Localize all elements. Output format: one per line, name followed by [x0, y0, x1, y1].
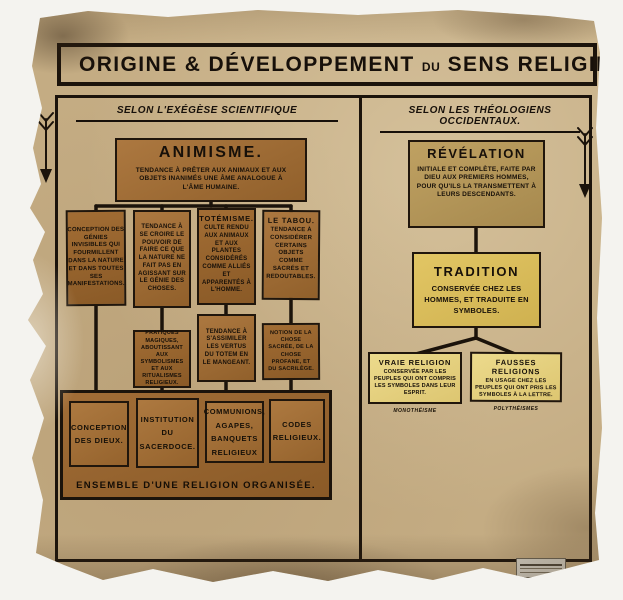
title-part1: ORIGINE & DÉVELOPPEMENT [79, 52, 415, 76]
right-column-header: SELON LES THÉOLOGIENS OCCIDENTAUX. [380, 105, 580, 133]
organized-religion-panel: CONCEPTION DES DIEUX. INSTITUTION DU SAC… [60, 390, 332, 500]
box-revelation-title: RÉVÉLATION [427, 146, 526, 161]
box-totemisme: TOTÉMISME. CULTE RENDU AUX ANIMAUX ET AU… [197, 208, 256, 305]
box-conception-genies: CONCEPTION DES GÉNIES INVISIBLES QUI FOU… [65, 209, 127, 307]
box-pratiques-magiques: PRATIQUES MAGIQUES, ABOUTISSANT AUX SYMB… [133, 330, 191, 388]
poster-paper: ORIGINE & DÉVELOPPEMENT DU SENS RELIGIEU… [28, 10, 602, 582]
box-text: CULTE RENDU AUX ANIMAUX ET AUX PLANTES C… [202, 225, 251, 294]
box-text: TENDANCE À S'ASSIMILER LES VERTUS DU TOT… [202, 328, 251, 366]
box-revelation-body: INITIALE ET COMPLÈTE, FAITE PAR DIEU AUX… [416, 166, 537, 199]
box-fausses-religions: FAUSSES RELIGIONS EN USAGE CHEZ LES PEUP… [469, 351, 563, 403]
box-tabou: LE TABOU. TENDANCE À CONSIDÉRER CERTAINS… [261, 209, 321, 301]
caption-polytheismes: POLYTHÉISMES [493, 406, 539, 412]
box-pouvoir-genie: TENDANCE À SE CROIRE LE POUVOIR DE FAIRE… [133, 210, 191, 308]
down-arrow-ornament-right [577, 127, 593, 198]
column-divider [359, 95, 362, 562]
box-animisme-body: TENDANCE À PRÊTER AUX ANIMAUX ET AUX OBJ… [135, 167, 287, 191]
poster-title: ORIGINE & DÉVELOPPEMENT DU SENS RELIGIEU… [79, 52, 623, 77]
caption-monotheisme: MONOTHÉISME [393, 408, 437, 414]
box-tradition: TRADITION CONSERVÉE CHEZ LES HOMMES, ET … [412, 252, 541, 328]
organized-religion-banner: ENSEMBLE D'UNE RELIGION ORGANISÉE. [76, 480, 316, 491]
box-tabou-title: LE TABOU. [267, 215, 315, 226]
box-conception-dieux: CONCEPTION DES DIEUX. [69, 401, 129, 467]
box-text: TENDANCE À SE CROIRE LE POUVOIR DE FAIRE… [138, 223, 186, 293]
box-totemisme-title: TOTÉMISME. [199, 214, 254, 223]
box-text: TENDANCE À CONSIDÉRER CERTAINS OBJETS CO… [266, 226, 316, 280]
box-text: PRATIQUES MAGIQUES, ABOUTISSANT AUX SYMB… [140, 330, 184, 387]
box-tradition-title: TRADITION [433, 264, 520, 279]
box-communions: COMMUNIONS, AGAPES, BANQUETS RELIGIEUX [204, 401, 265, 463]
box-animisme: ANIMISME. TENDANCE À PRÊTER AUX ANIMAUX … [115, 138, 307, 202]
title-part2: DU [421, 59, 441, 74]
box-institution-sacerdoce: INSTITUTION DU SACERDOCE. [136, 398, 199, 468]
box-text: EN USAGE CHEZ LES PEUPLES QUI ONT PRIS L… [475, 377, 557, 399]
diagram-frame [55, 95, 592, 562]
left-column-header: SELON L'EXÉGÈSE SCIENTIFIQUE [76, 105, 338, 122]
box-animisme-title: ANIMISME. [158, 144, 264, 161]
box-fausses-religions-title: FAUSSES RELIGIONS [491, 357, 541, 377]
box-codes-religieux: CODES RELIGIEUX. [269, 399, 325, 463]
box-vraie-religion: VRAIE RELIGION CONSERVÉE PAR LES PEUPLES… [368, 352, 462, 404]
down-arrow-ornament-left [38, 112, 54, 183]
box-text: CONCEPTION DES GÉNIES INVISIBLES QUI FOU… [67, 226, 125, 288]
box-assimiler-totem: TENDANCE À S'ASSIMILER LES VERTUS DU TOT… [197, 314, 256, 382]
title-part3: SENS RELIGIEUX [447, 52, 623, 76]
connector-lines [94, 200, 517, 394]
box-revelation: RÉVÉLATION INITIALE ET COMPLÈTE, FAITE P… [408, 140, 545, 228]
box-chose-sacree: NOTION DE LA CHOSE SACRÉE, DE LA CHOSE P… [261, 322, 321, 381]
poster-title-bar: ORIGINE & DÉVELOPPEMENT DU SENS RELIGIEU… [57, 43, 602, 86]
box-text: CONSERVÉE PAR LES PEUPLES QUI ONT COMPRI… [374, 369, 456, 397]
box-tradition-body: CONSERVÉE CHEZ LES HOMMES, ET TRADUITE E… [424, 284, 529, 315]
box-vraie-religion-title: VRAIE RELIGION [378, 358, 452, 367]
library-stamp [516, 558, 566, 578]
box-text: NOTION DE LA CHOSE SACRÉE, DE LA CHOSE P… [268, 329, 314, 372]
